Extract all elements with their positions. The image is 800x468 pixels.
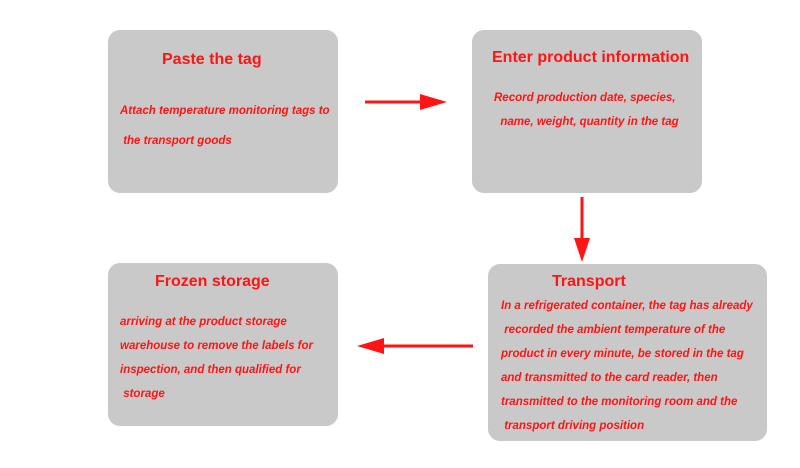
arrow-transport-to-frozen [357,338,473,354]
step-frozen-storage: Frozen storage arriving at the product s… [108,263,338,426]
step-enter-product-information: Enter product information Record product… [472,30,702,193]
step-description-line: product in every minute, be stored in th… [501,348,744,360]
step-description-line: Attach temperature monitoring tags to [120,105,330,117]
step-title: Transport [552,273,626,290]
step-description-line: and transmitted to the card reader, then [501,372,718,384]
arrow-enter-to-transport [574,197,590,262]
step-description-line: the transport goods [120,135,232,147]
arrow-paste-to-enter [365,94,447,110]
step-description-line: In a refrigerated container, the tag has… [501,300,753,312]
step-title: Paste the tag [162,51,262,68]
step-description: Record production date, species, name, w… [494,86,679,134]
step-description-line: arriving at the product storage [120,316,287,328]
step-transport: Transport In a refrigerated container, t… [488,264,767,441]
step-description-line: storage [120,388,165,400]
step-title: Frozen storage [155,273,270,290]
step-description-line: Record production date, species, [494,92,676,104]
step-description-line: transport driving position [501,420,645,432]
step-description-line: warehouse to remove the labels for [120,340,314,352]
step-description-line: name, weight, quantity in the tag [494,116,679,128]
step-description: arriving at the product storage warehous… [120,310,313,406]
step-description-line: recorded the ambient temperature of the [501,324,726,336]
step-description: Attach temperature monitoring tags to th… [120,96,330,156]
step-title: Enter product information [492,49,690,66]
step-paste-the-tag: Paste the tag Attach temperature monitor… [108,30,338,193]
step-description-line: transmitted to the monitoring room and t… [501,396,738,408]
step-description: In a refrigerated container, the tag has… [501,294,753,438]
step-description-line: inspection, and then qualified for [120,364,301,376]
